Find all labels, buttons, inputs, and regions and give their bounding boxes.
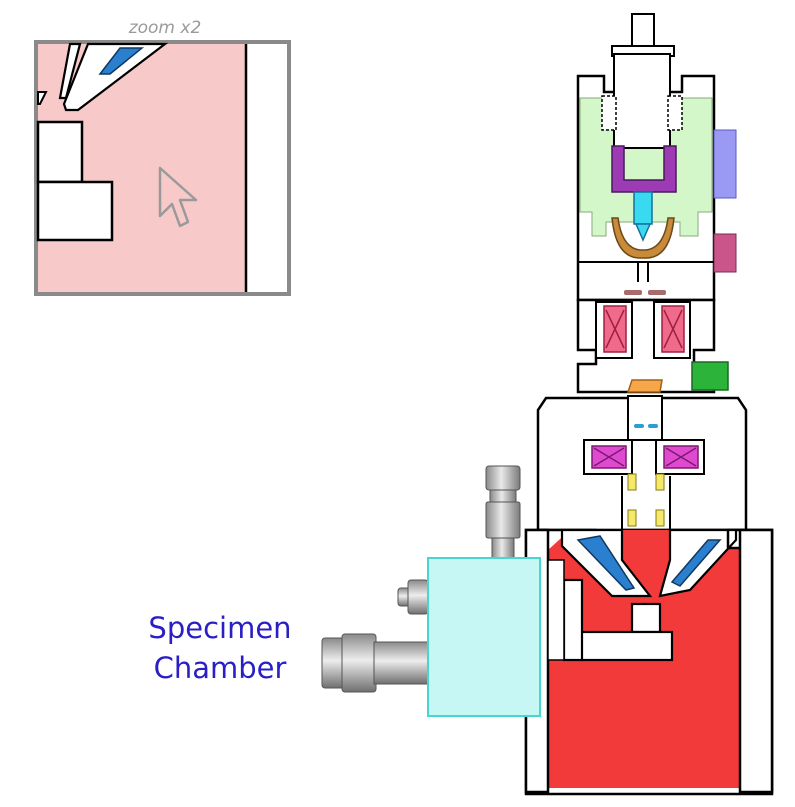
specimen-chamber <box>524 528 774 796</box>
zoom-label: zoom x2 <box>128 18 202 38</box>
electron-gun <box>576 13 737 302</box>
specimen-chamber-label-line1: Specimen <box>148 611 292 645</box>
zoom-panel <box>34 40 291 296</box>
arrow-cursor-icon <box>158 166 198 228</box>
vacuum-fittings <box>321 465 541 717</box>
objective-lens <box>536 395 748 532</box>
specimen-chamber-label-line2: Chamber <box>153 651 287 685</box>
specimen-chamber-label: Specimen Chamber <box>130 608 310 688</box>
condenser-lens <box>576 298 729 394</box>
